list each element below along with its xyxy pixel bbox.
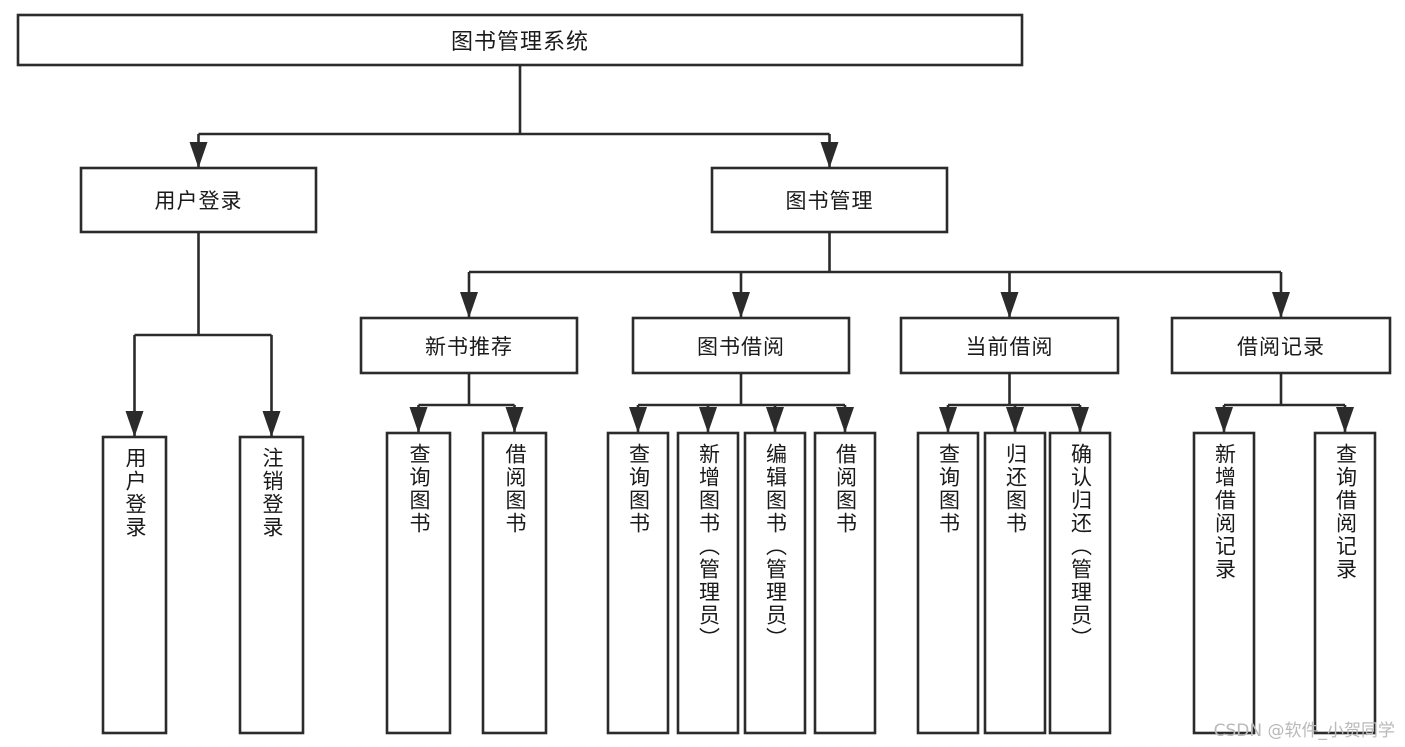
arrow-head-icon [732, 292, 750, 318]
node-box-用户登录[interactable] [79, 166, 318, 234]
node-box-图书借阅[interactable] [631, 316, 851, 375]
node-box-归还图书[interactable] [983, 431, 1047, 735]
node-box-新增借阅记录[interactable] [1192, 431, 1256, 735]
arrow-head-icon [1272, 292, 1290, 318]
arrow-head-icon [1071, 407, 1089, 433]
arrow-head-icon [1000, 292, 1019, 318]
node-box-确认归还管理员[interactable] [1048, 431, 1112, 735]
node-box-编辑图书管理员[interactable] [743, 431, 807, 735]
node-box-查询借阅记录[interactable] [1313, 431, 1377, 735]
arrow-head-icon [1336, 407, 1354, 433]
node-box-查询图书[interactable] [916, 431, 980, 735]
node-layer [16, 13, 1392, 735]
arrow-head-icon [939, 407, 957, 433]
arrow-head-icon [125, 411, 144, 437]
node-box-借阅图书[interactable] [813, 431, 877, 735]
node-box-注销登录[interactable] [238, 435, 305, 735]
node-box-新书推荐[interactable] [359, 316, 579, 375]
arrow-head-icon [699, 407, 717, 433]
arrow-head-icon [505, 407, 524, 433]
node-box-图书管理[interactable] [710, 166, 949, 234]
node-box-查询图书[interactable] [606, 431, 670, 735]
arrow-head-icon [189, 142, 208, 168]
arrow-head-icon [820, 142, 839, 168]
node-box-借阅记录[interactable] [1170, 316, 1392, 375]
node-box-用户登录[interactable] [101, 435, 168, 735]
arrow-head-icon [766, 407, 784, 433]
arrow-head-icon [836, 407, 854, 433]
node-box-查询图书[interactable] [385, 431, 452, 735]
connector-layer [125, 65, 1354, 437]
arrow-head-icon [460, 292, 478, 318]
arrow-head-icon [629, 407, 647, 433]
arrow-head-icon [262, 411, 281, 437]
node-box-当前借阅[interactable] [899, 316, 1120, 375]
arrow-head-icon [1215, 407, 1233, 433]
arrow-head-icon [409, 407, 428, 433]
node-box-图书管理系统[interactable] [16, 13, 1024, 67]
arrow-head-icon [1006, 407, 1024, 433]
node-box-新增图书管理员[interactable] [676, 431, 740, 735]
node-box-借阅图书[interactable] [481, 431, 548, 735]
